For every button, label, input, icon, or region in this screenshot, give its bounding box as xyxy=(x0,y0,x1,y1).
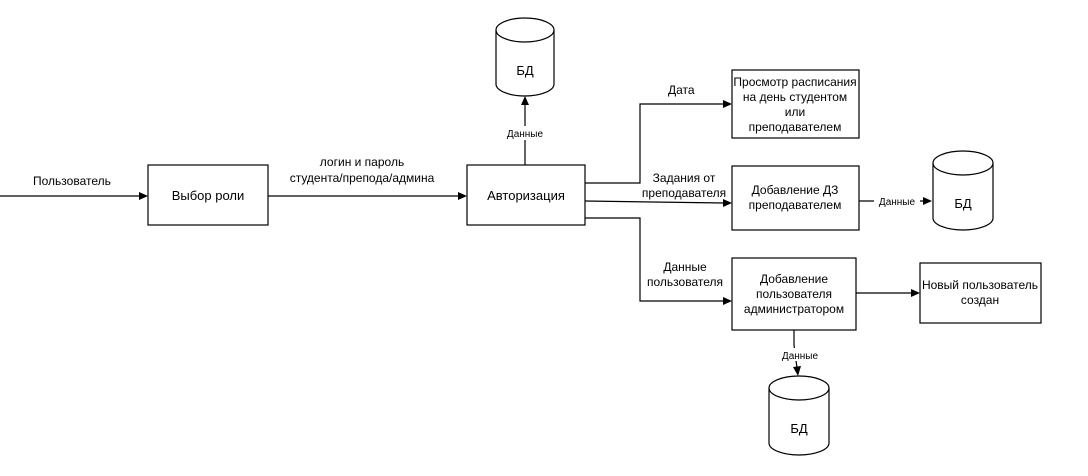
edge-label-login-1: логин и пароль xyxy=(320,155,404,169)
edge-label-tasks-1: Задания от xyxy=(653,171,716,185)
edge-role-to-auth: логин и пароль студента/препода/админа xyxy=(268,155,467,200)
database-top-label: БД xyxy=(516,63,534,78)
node-schedule-view: Просмотр расписания на день студентом ил… xyxy=(731,69,860,139)
node-auth: Авторизация xyxy=(466,164,586,226)
edge-adduser-to-newuser xyxy=(856,289,920,297)
node-hw-label-1: Добавление ДЗ xyxy=(752,183,839,197)
node-schedule-label-1: Просмотр расписания xyxy=(733,75,856,89)
edge-user-input: Пользователь xyxy=(0,174,148,200)
node-schedule-label-3: или xyxy=(785,105,805,119)
database-bottom-cylinder: БД xyxy=(768,375,830,456)
node-role-select: Выбор роли xyxy=(147,164,269,226)
node-user-add: Добавление пользователя администратором xyxy=(731,257,857,331)
node-role-label: Выбор роли xyxy=(172,188,245,203)
edge-auth-to-adduser: Данные пользователя xyxy=(585,217,732,305)
node-hw-add: Добавление ДЗ преподавателем xyxy=(731,165,860,231)
node-hw-label-2: преподавателем xyxy=(749,198,842,212)
node-schedule-label-4: преподавателем xyxy=(749,120,842,134)
node-newuser-label-2: создан xyxy=(961,293,999,307)
node-schedule-label-2: на день студентом xyxy=(743,90,847,104)
edge-label-auth-db: Данные xyxy=(507,129,544,140)
edge-auth-to-schedule: Дата xyxy=(585,83,732,184)
node-new-user-created: Новый пользователь создан xyxy=(919,262,1042,324)
edge-auth-to-db-top: Данные xyxy=(502,96,548,165)
edge-adduser-to-db-bottom: Данные xyxy=(777,330,823,376)
database-top-cylinder: БД xyxy=(495,17,555,97)
edge-label-login-2: студента/препода/админа xyxy=(290,171,435,185)
edge-label-userdata-1: Данные xyxy=(663,260,707,274)
edge-label-adduser-db: Данные xyxy=(782,351,819,362)
node-adduser-label-1: Добавление xyxy=(760,272,828,286)
node-newuser-label-1: Новый пользователь xyxy=(922,278,1038,292)
edge-label-hw-db: Данные xyxy=(879,197,916,208)
edge-label-userdata-2: пользователя xyxy=(647,275,723,289)
node-adduser-label-2: пользователя xyxy=(756,287,832,301)
edge-auth-to-hw: Задания от преподавателя xyxy=(584,171,732,207)
node-auth-label: Авторизация xyxy=(487,188,565,203)
database-right-cylinder: БД xyxy=(932,150,994,231)
edge-label-user: Пользователь xyxy=(33,174,111,188)
database-right-label: БД xyxy=(954,196,972,211)
edge-label-date: Дата xyxy=(668,83,695,97)
database-bottom-label: БД xyxy=(790,421,808,436)
node-adduser-label-3: администратором xyxy=(744,302,844,316)
edge-hw-to-db-right: Данные xyxy=(859,195,932,208)
edge-label-tasks-2: преподавателя xyxy=(642,186,726,200)
